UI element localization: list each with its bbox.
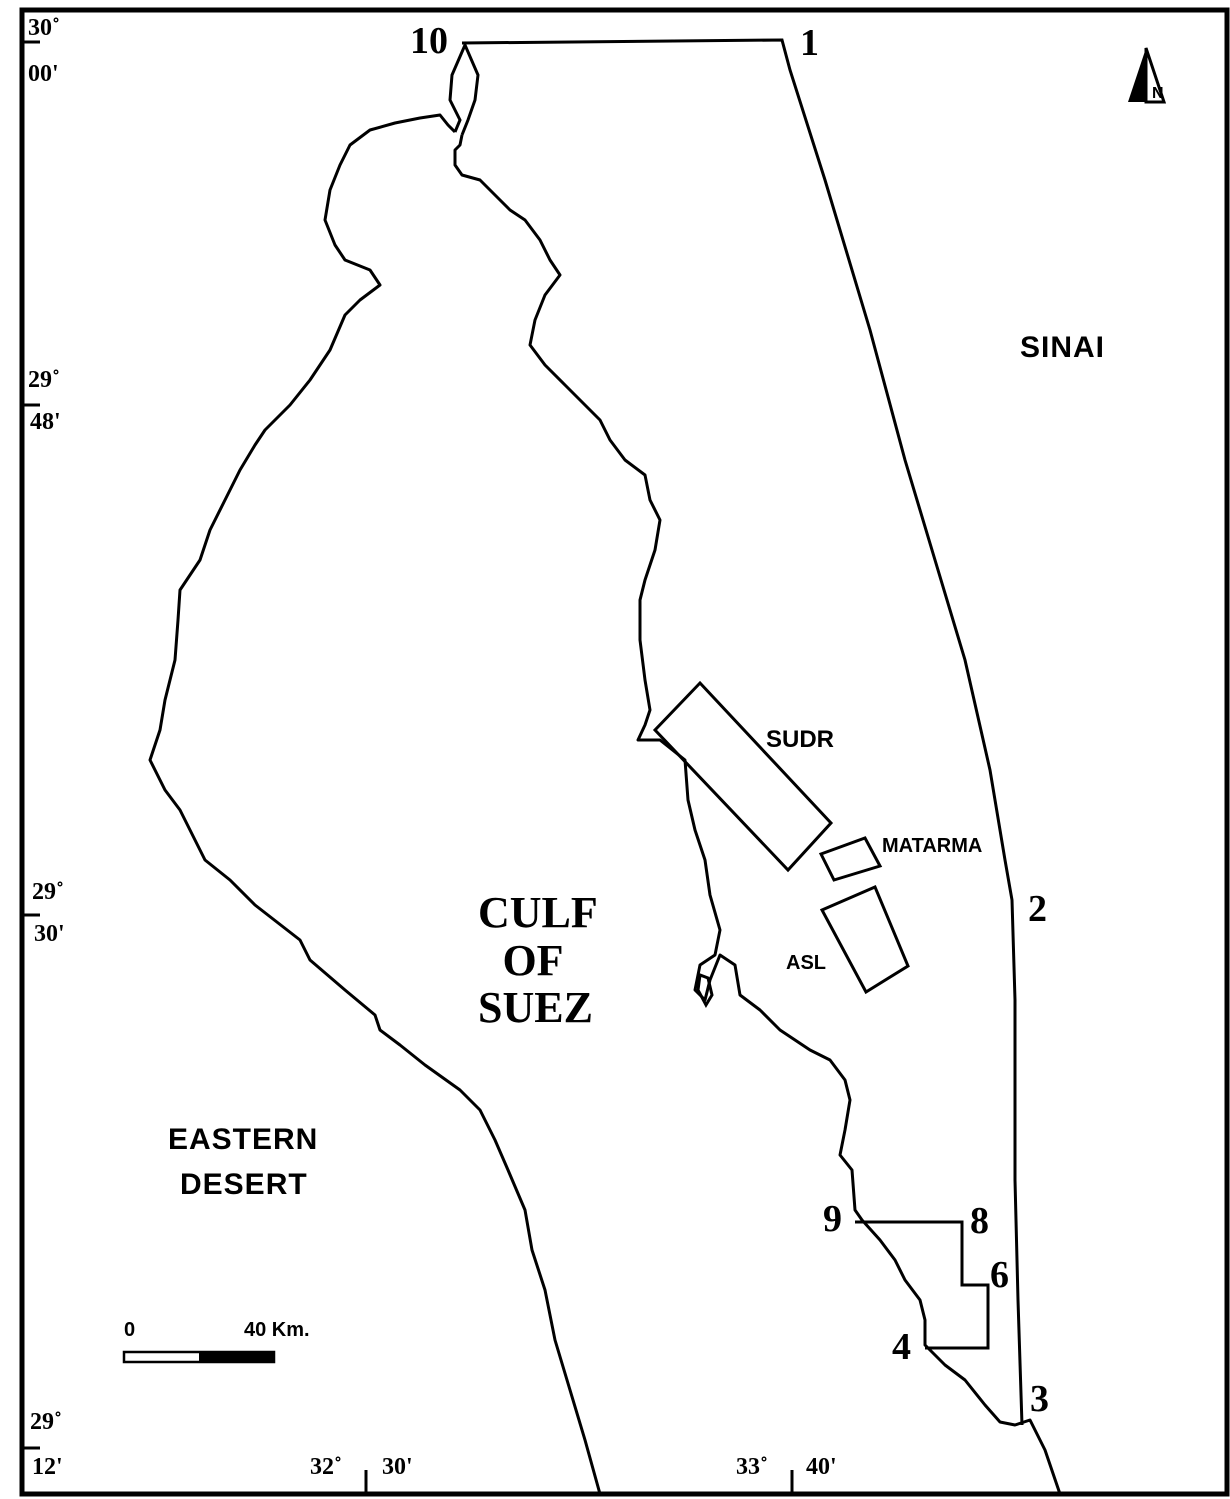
east-coastline [453, 134, 1062, 1495]
lon-label-33-min: 40' [806, 1454, 837, 1480]
point-label-8: 8 [970, 1200, 989, 1242]
inner-block-boundary [855, 1220, 990, 1350]
north-arrow-letter: N [1152, 85, 1164, 102]
concession-label-matarma: MATARMA [882, 835, 983, 857]
lat-label-29a-deg: 29˚ [28, 367, 60, 393]
point-label-4: 4 [892, 1326, 911, 1368]
matarma-block [818, 836, 883, 882]
gulf-label-line2: OF [502, 936, 564, 985]
east-bay [696, 972, 714, 1009]
point-label-3: 3 [1030, 1378, 1049, 1420]
point-label-9: 9 [823, 1198, 842, 1240]
point-label-1: 1 [800, 22, 819, 64]
point-label-10: 10 [410, 20, 448, 62]
lat-label-29c-deg: 29˚ [30, 1409, 62, 1435]
lat-label-29b-min: 30' [34, 921, 65, 947]
scale-label-end: 40 Km. [244, 1319, 310, 1341]
sudr-block [652, 680, 834, 873]
gulf-label-line1: CULF [478, 888, 598, 937]
region-label-desert: DESERT [180, 1168, 308, 1201]
asl-block [819, 885, 910, 995]
concession-label-asl: ASL [786, 952, 826, 974]
region-label-eastern: EASTERN [168, 1123, 319, 1156]
concession-label-sudr: SUDR [766, 726, 835, 753]
lat-label-29b-deg: 29˚ [32, 879, 64, 905]
lat-label-30-min: 00' [28, 61, 59, 87]
region-label-sinai: SINAI [1020, 331, 1106, 364]
concession-boundary [461, 38, 1024, 1426]
northern-inlet [448, 41, 480, 136]
point-label-2: 2 [1028, 888, 1047, 930]
scale-label-start: 0 [124, 1319, 136, 1341]
scale-bar [122, 1350, 276, 1364]
map-frame [19, 7, 1230, 1497]
lon-label-33-deg: 33˚ [736, 1454, 768, 1480]
gulf-label-line3: SUEZ [478, 983, 593, 1032]
point-label-6: 6 [990, 1254, 1009, 1296]
lat-label-30-deg: 30˚ [28, 15, 60, 41]
north-arrow-icon [1128, 47, 1167, 104]
lat-label-29a-min: 48' [30, 409, 61, 435]
lon-label-32-deg: 32˚ [310, 1454, 342, 1480]
west-coastline [148, 113, 602, 1495]
lon-label-32-min: 30' [382, 1454, 413, 1480]
lat-label-29c-min: 12' [32, 1454, 63, 1480]
